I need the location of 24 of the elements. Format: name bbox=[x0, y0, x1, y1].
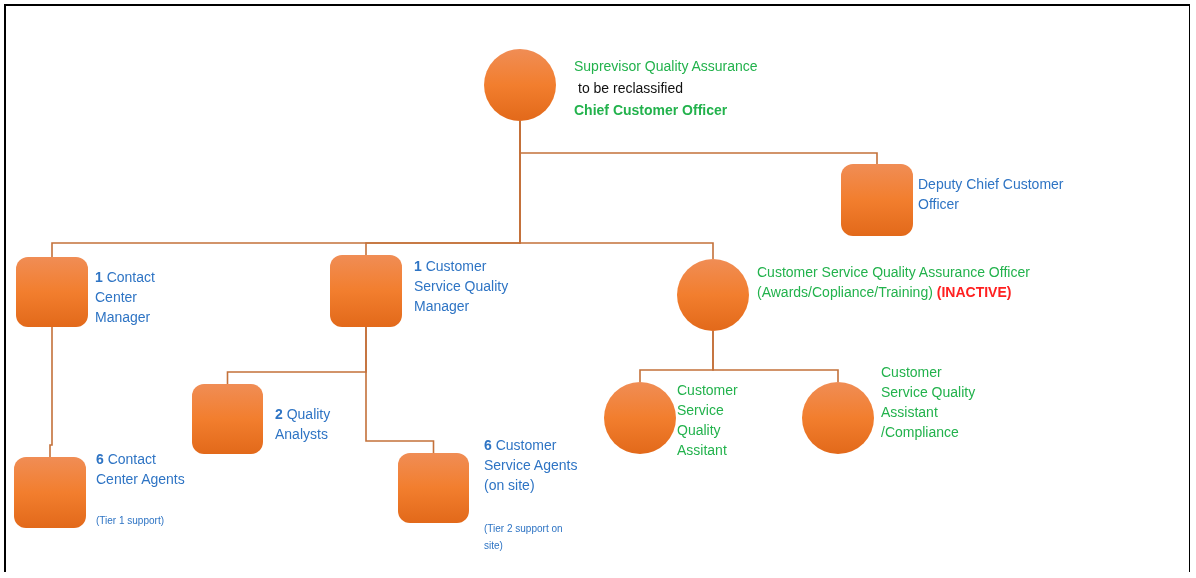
position-title: 6 Contact Center Agents bbox=[96, 450, 186, 489]
connector-line bbox=[712, 330, 839, 383]
position-box bbox=[330, 255, 402, 327]
position-title: 2 Quality Analysts bbox=[275, 405, 332, 444]
position-title: Customer Service Quality Assitant bbox=[677, 381, 739, 460]
connector-line bbox=[519, 120, 714, 260]
position-title: 1 Customer Service Quality Manager bbox=[414, 257, 510, 316]
position-box bbox=[841, 164, 913, 236]
connector-line bbox=[49, 326, 53, 458]
position-title: Deputy Chief Customer Officer bbox=[918, 175, 1065, 214]
position-title: Chief Customer Officer bbox=[574, 101, 729, 120]
position-title: 1 Contact Center Manager bbox=[95, 268, 156, 327]
position-box bbox=[14, 457, 86, 528]
position-box bbox=[192, 384, 263, 454]
position-box bbox=[398, 453, 469, 523]
tier-note: (Tier 1 support) bbox=[96, 514, 165, 528]
position-title: Customer Service Quality Assurance Officer (Awards/Copliance/Training) (INACTIVE) bbox=[757, 263, 1031, 302]
connector-line bbox=[365, 326, 435, 454]
position-title: Customer Service Quality Assistant /Compliance bbox=[881, 363, 977, 442]
position-title: Suprevisor Quality Assurance bbox=[574, 57, 759, 76]
tier-note: (Tier 2 support on site) bbox=[484, 522, 564, 553]
position-title: 6 Customer Service Agents (on site) bbox=[484, 436, 579, 495]
position-box bbox=[16, 257, 88, 327]
position-title: to be reclassified bbox=[578, 79, 685, 98]
